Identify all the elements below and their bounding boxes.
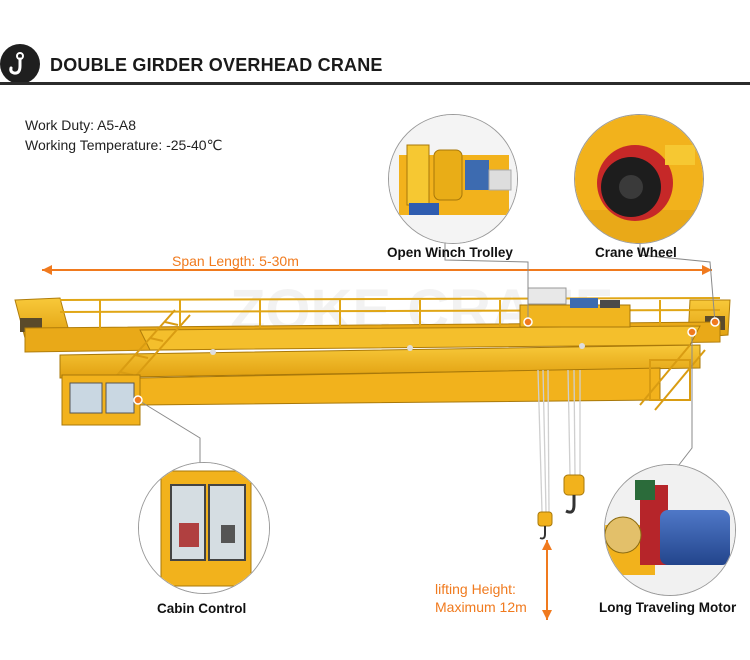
wheel-detail-circle — [574, 114, 704, 244]
wheel-callout-label: Crane Wheel — [595, 245, 677, 260]
working-temperature-text: Working Temperature: -25-40℃ — [25, 137, 223, 153]
motor-callout-label: Long Traveling Motor — [599, 600, 737, 615]
cabin-callout-label: Cabin Control — [157, 601, 247, 616]
winch-trolley — [519, 287, 631, 328]
small-hook — [537, 511, 553, 540]
crane-hook-icon — [9, 52, 24, 75]
header-divider — [0, 82, 750, 85]
cabin-detail-circle — [138, 462, 270, 594]
main-hook — [563, 474, 585, 514]
lifting-height-value: Maximum 12m — [435, 599, 527, 615]
lifting-height-label: lifting Height: — [435, 581, 516, 597]
lifting-height-arrow — [542, 540, 552, 620]
cabin-body — [61, 374, 141, 426]
work-duty-text: Work Duty: A5-A8 — [25, 117, 137, 133]
trolley-detail-circle — [388, 114, 518, 244]
trolley-callout-label: Open Winch Trolley — [387, 245, 513, 260]
callout-leaders — [137, 238, 716, 471]
callout-dots — [133, 317, 720, 405]
header-badge — [0, 44, 40, 84]
front-girder — [59, 344, 701, 379]
motor-detail-circle — [604, 464, 736, 596]
page-title: DOUBLE GIRDER OVERHEAD CRANE — [50, 55, 383, 75]
stairs-right — [639, 344, 706, 411]
hoist-cables — [537, 369, 581, 513]
span-length-arrow — [42, 265, 712, 275]
span-length-label: Span Length: 5-30m — [172, 253, 299, 269]
